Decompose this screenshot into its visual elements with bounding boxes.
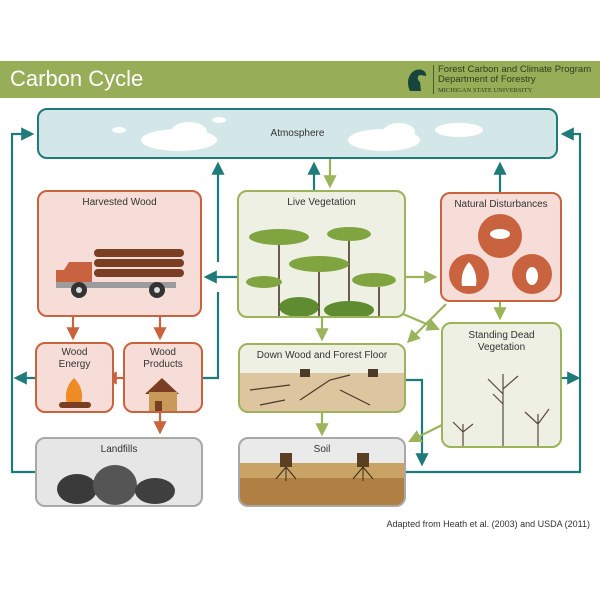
node-wood-energy[interactable]: Wood Energy <box>35 342 114 413</box>
soil-label: Soil <box>313 444 331 455</box>
page-title: Carbon Cycle <box>10 66 144 91</box>
dead-trees-icon <box>452 374 550 446</box>
logo-divider <box>433 65 434 94</box>
campfire-icon <box>59 378 91 408</box>
arrow-landfills-to-atmosphere <box>10 127 35 474</box>
spartan-helmet-logo <box>408 69 427 91</box>
atmosphere-label: Atmosphere <box>270 128 325 139</box>
stumps-roots-icon <box>275 453 374 481</box>
trash-bags-icon <box>57 465 175 505</box>
landfills-label: Landfills <box>100 444 138 455</box>
node-harvested-wood[interactable]: Harvested Wood <box>37 190 202 317</box>
standing-dead-label: Standing Dead Vegetation <box>468 330 535 353</box>
live-vegetation-label: Live Vegetation <box>287 197 356 208</box>
node-natural-disturbances[interactable]: Natural Disturbances <box>440 192 562 302</box>
house-icon <box>145 378 179 411</box>
org-university: MICHIGAN STATE UNIVERSITY <box>438 87 533 94</box>
arrow-live-veg-to-standing-dead <box>402 312 441 331</box>
arrow-soil-to-atmosphere <box>405 127 582 474</box>
node-atmosphere[interactable]: Atmosphere <box>37 108 558 159</box>
disturbance-icons <box>449 214 552 294</box>
org-program: Forest Carbon and Climate Program <box>438 64 592 75</box>
harvested-wood-label: Harvested Wood <box>82 197 157 208</box>
node-soil[interactable]: Soil <box>238 437 406 507</box>
trees-icon <box>246 227 396 316</box>
arrow-wood-products-to-atmosphere <box>202 166 218 380</box>
arrow-down-wood-to-out <box>405 378 429 467</box>
down-wood-label: Down Wood and Forest Floor <box>256 350 388 361</box>
source-caption: Adapted from Heath et al. (2003) and USD… <box>386 519 590 529</box>
natural-disturbances-label: Natural Disturbances <box>454 199 548 210</box>
node-wood-products[interactable]: Wood Products <box>123 342 203 413</box>
log-truck-icon <box>56 249 184 298</box>
arrow-standing-dead-to-soil <box>408 424 443 442</box>
node-live-vegetation[interactable]: Live Vegetation <box>237 190 406 318</box>
fallen-branches-icon <box>249 369 378 406</box>
header-banner: Carbon Cycle Forest Carbon and Climate P… <box>0 61 600 98</box>
node-down-wood-forest-floor[interactable]: Down Wood and Forest Floor <box>238 343 406 413</box>
node-standing-dead-vegetation[interactable]: Standing Dead Vegetation <box>441 322 562 448</box>
arrow-disturbances-to-down-wood <box>406 303 447 344</box>
cloud-icons <box>112 117 483 151</box>
wood-products-label: Wood Products <box>143 347 183 370</box>
wood-energy-label: Wood Energy <box>58 347 91 370</box>
node-landfills[interactable]: Landfills <box>35 437 203 507</box>
org-department: Department of Forestry <box>438 74 536 85</box>
